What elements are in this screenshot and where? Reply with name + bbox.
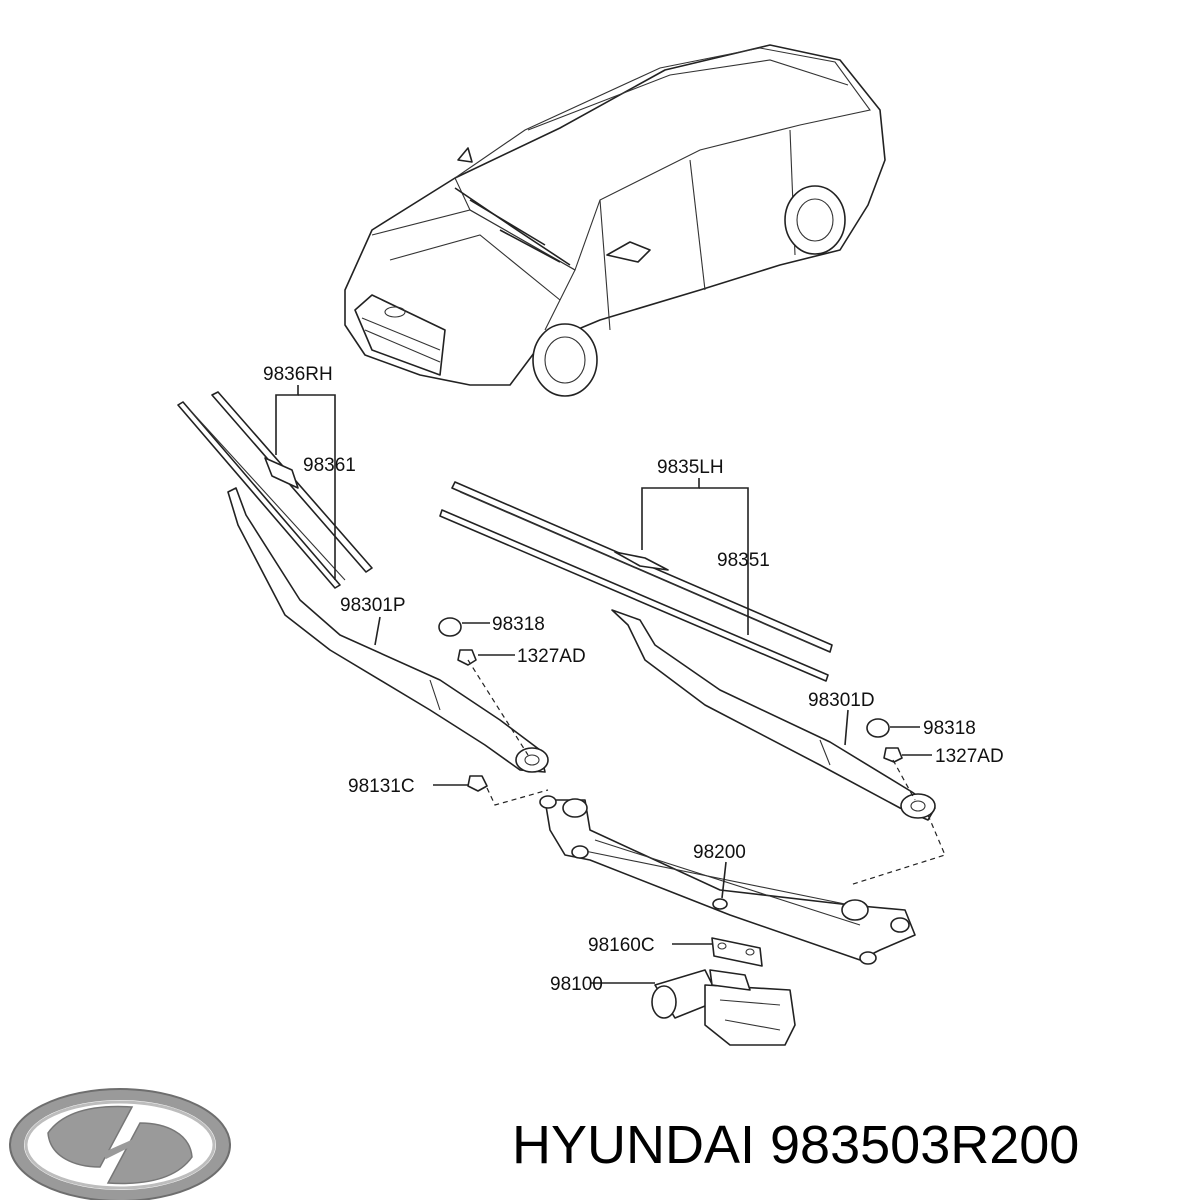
wiper-motor bbox=[651, 969, 796, 1046]
hyundai-logo-icon bbox=[9, 1088, 231, 1200]
label-arm-passenger: 98301P bbox=[340, 595, 406, 616]
wiper-arm-driver bbox=[611, 609, 936, 821]
small-hardware bbox=[438, 617, 903, 792]
label-cap-right: 98318 bbox=[923, 718, 976, 739]
assembly-guides bbox=[467, 659, 946, 886]
callout-labels: 9836RH 98361 9835LH 98351 98301P 98318 1… bbox=[263, 364, 1004, 995]
wiper-linkage bbox=[539, 795, 916, 965]
label-cap-left: 98318 bbox=[492, 614, 545, 635]
label-blade-rh-assy: 9836RH bbox=[263, 364, 333, 385]
wiper-arm-passenger bbox=[227, 487, 549, 773]
label-bracket: 98160C bbox=[588, 935, 655, 956]
label-motor: 98100 bbox=[550, 974, 603, 995]
vehicle-illustration bbox=[344, 44, 886, 397]
label-pivot-nut: 98131C bbox=[348, 776, 415, 797]
motor-bracket bbox=[711, 937, 763, 967]
label-blade-rh-refill: 98361 bbox=[303, 455, 356, 476]
part-number-caption: HYUNDAI 983503R200 bbox=[512, 1115, 1079, 1175]
wiper-blade-rh bbox=[177, 391, 373, 589]
label-blade-lh-assy: 9835LH bbox=[657, 457, 724, 478]
label-nut-right: 1327AD bbox=[935, 746, 1004, 767]
wiper-blade-lh bbox=[439, 481, 833, 682]
label-linkage: 98200 bbox=[693, 842, 746, 863]
label-arm-driver: 98301D bbox=[808, 690, 875, 711]
leader-lines bbox=[275, 385, 932, 984]
label-blade-lh-refill: 98351 bbox=[717, 550, 770, 571]
label-nut-left: 1327AD bbox=[517, 646, 586, 667]
